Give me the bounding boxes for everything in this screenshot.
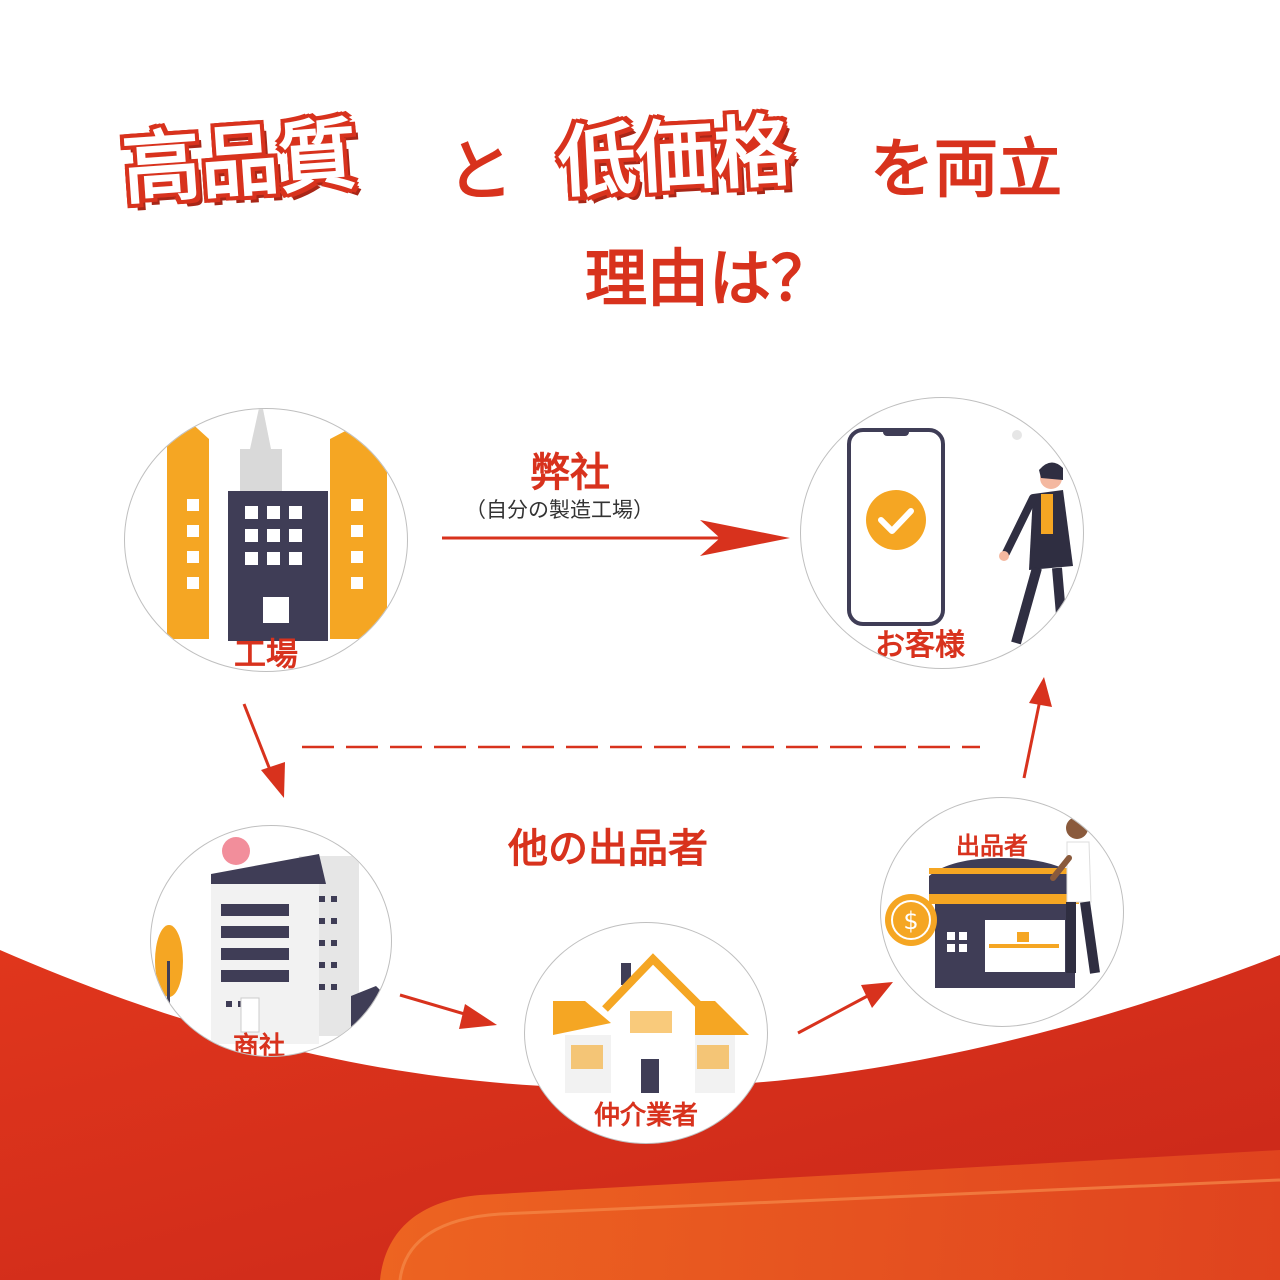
arrow-factory-to-trading [242,703,285,798]
factory-buildings-icon [167,409,387,641]
title-part-both: を両立 [870,133,1062,207]
svg-text:$: $ [903,907,918,935]
house-icon [553,953,749,1093]
node-seller-label: 出品者 [956,831,1028,860]
node-seller: $ 出品者 [880,797,1124,1027]
arrow-trading-to-broker [399,993,497,1029]
node-broker-label: 仲介業者 [593,1101,698,1131]
node-trading-company: 商社 [150,825,392,1057]
node-factory: 工場 [124,408,408,672]
arrow-seller-to-customer [1022,677,1052,779]
node-customer: お客様 [800,397,1084,669]
node-broker: 仲介業者 [524,922,768,1144]
route-label-other-sellers: 他の出品者 [508,825,708,872]
node-customer-label: お客様 [875,628,965,663]
arrow-direct-route [442,520,790,556]
route-sublabel-own-factory: （自分の製造工場） [465,498,654,522]
node-factory-label: 工場 [233,635,298,672]
office-tower-icon [155,837,391,1044]
title-question: 理由は？ [585,242,834,315]
node-trading-label: 商社 [232,1032,285,1057]
route-label-ours: 弊社 [530,449,610,496]
dollar-coin-icon: $ [885,894,937,946]
title-conjunction: と [447,133,513,210]
arrow-broker-to-seller [797,982,893,1035]
phone-check-icon [847,428,1073,645]
shop-icon: $ [885,817,1100,988]
